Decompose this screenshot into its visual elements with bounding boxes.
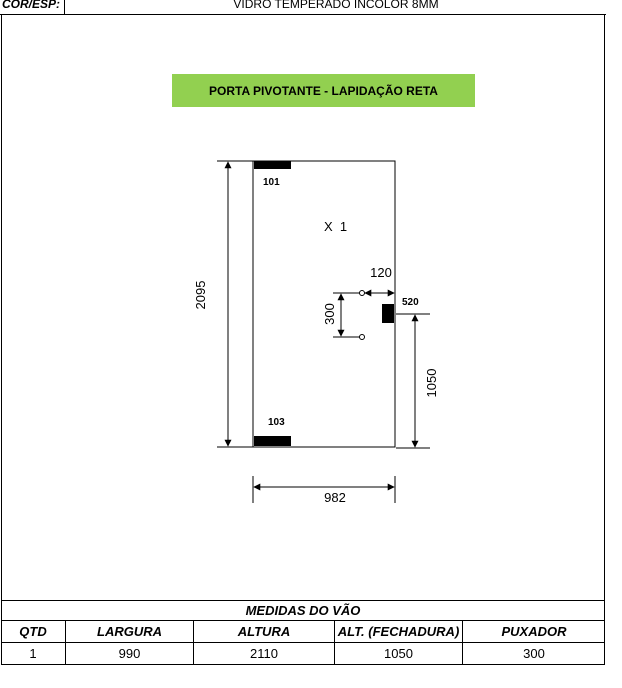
bottom-pivot-code: 103 (268, 417, 285, 428)
header-row: COR/ESP: VIDRO TEMPERADO INCOLOR 8MM (0, 0, 606, 15)
header-qtd: QTD (1, 621, 66, 642)
cell-altura: 2110 (194, 643, 335, 664)
handle-hole-bottom (359, 334, 365, 340)
header-largura: LARGURA (66, 621, 194, 642)
top-pivot-plate (254, 161, 291, 169)
lock-height-dim: 1050 (424, 369, 439, 398)
table-header-row: QTD LARGURA ALTURA ALT. (FECHADURA) PUXA… (1, 621, 605, 643)
top-pivot-code: 101 (263, 177, 280, 188)
header-puxador: PUXADOR (501, 624, 567, 639)
quantity-mark: X 1 (324, 219, 347, 234)
cell-puxador: 300 (523, 646, 545, 661)
door-outline (252, 160, 396, 448)
width-dim: 982 (324, 490, 346, 505)
cell-alt-fechadura: 1050 (335, 643, 463, 664)
table-row: 1 990 2110 1050 300 (1, 643, 605, 665)
handle-length-dim: 300 (322, 303, 337, 325)
title-banner: PORTA PIVOTANTE - LAPIDAÇÃO RETA (172, 74, 475, 107)
bottom-pivot-plate (254, 436, 291, 446)
lock-block (382, 304, 394, 323)
handle-hole-top (359, 290, 365, 296)
cell-largura: 990 (66, 643, 194, 664)
door-drawing: 101 103 X 1 520 300 120 2095 1050 982 (193, 160, 439, 505)
height-dim: 2095 (193, 281, 208, 310)
handle-offset-dim: 120 (370, 265, 392, 280)
table-title: MEDIDAS DO VÃO (1, 600, 605, 621)
cell-qtd: 1 (1, 643, 66, 664)
lock-code: 520 (402, 297, 419, 308)
cor-esp-label: COR/ESP: (0, 0, 65, 14)
glass-description: VIDRO TEMPERADO INCOLOR 8MM (233, 0, 439, 11)
header-altura: ALTURA (194, 621, 335, 642)
header-alt-fechadura: ALT. (FECHADURA) (335, 621, 463, 642)
